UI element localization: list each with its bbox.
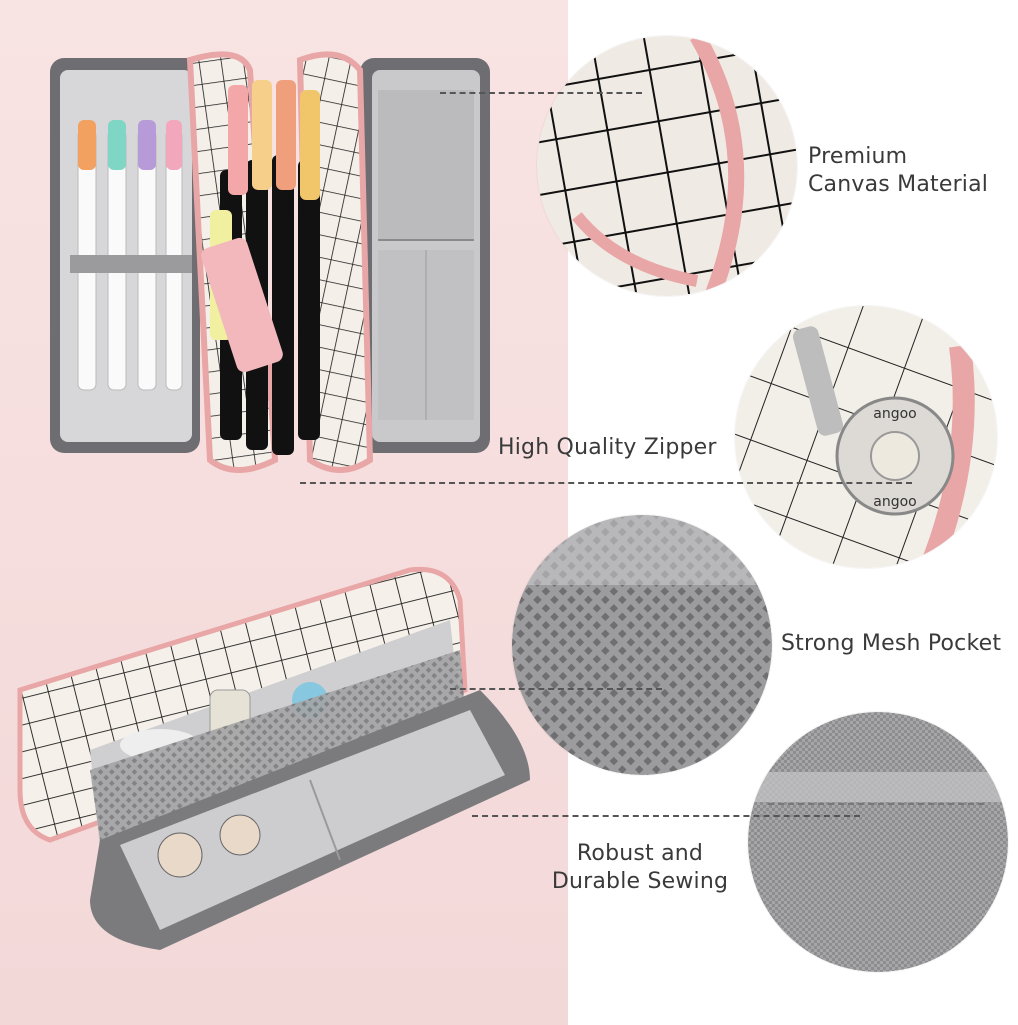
feature-label-canvas: Premium Canvas Material: [808, 143, 988, 199]
callout-line-sewing: [472, 815, 860, 817]
zipper-label-line-1: High Quality Zipper: [498, 435, 717, 460]
zipper-pull-text: angoo: [873, 406, 916, 422]
zipper-closeup: angoo angoo: [735, 306, 997, 568]
canvas-material-closeup: [537, 36, 797, 296]
mesh-pocket-closeup: [512, 515, 772, 775]
zipper-pull-text-bottom: angoo: [873, 494, 916, 510]
sewing-closeup: [748, 712, 1008, 972]
center-markers: [201, 80, 320, 455]
callout-line-zipper: [300, 482, 912, 484]
feature-label-zipper: High Quality Zipper: [498, 434, 717, 462]
feature-label-mesh: Strong Mesh Pocket: [781, 630, 1001, 658]
left-pens: [70, 120, 192, 391]
canvas-label-line-2: Canvas Material: [808, 172, 989, 197]
sewing-label-line-1: Robust and: [576, 841, 704, 866]
feature-label-sewing: Robust and Durable Sewing: [540, 840, 740, 896]
canvas-label-line-1: Premium: [808, 144, 908, 169]
sewing-label-line-2: Durable Sewing: [551, 869, 729, 894]
callout-line-canvas: [440, 92, 642, 94]
open-pencil-case-photo: [50, 51, 490, 473]
callout-line-mesh: [450, 688, 662, 690]
pencil-case-front-open-photo: [17, 566, 530, 950]
mesh-label-line-1: Strong Mesh Pocket: [781, 631, 1002, 656]
